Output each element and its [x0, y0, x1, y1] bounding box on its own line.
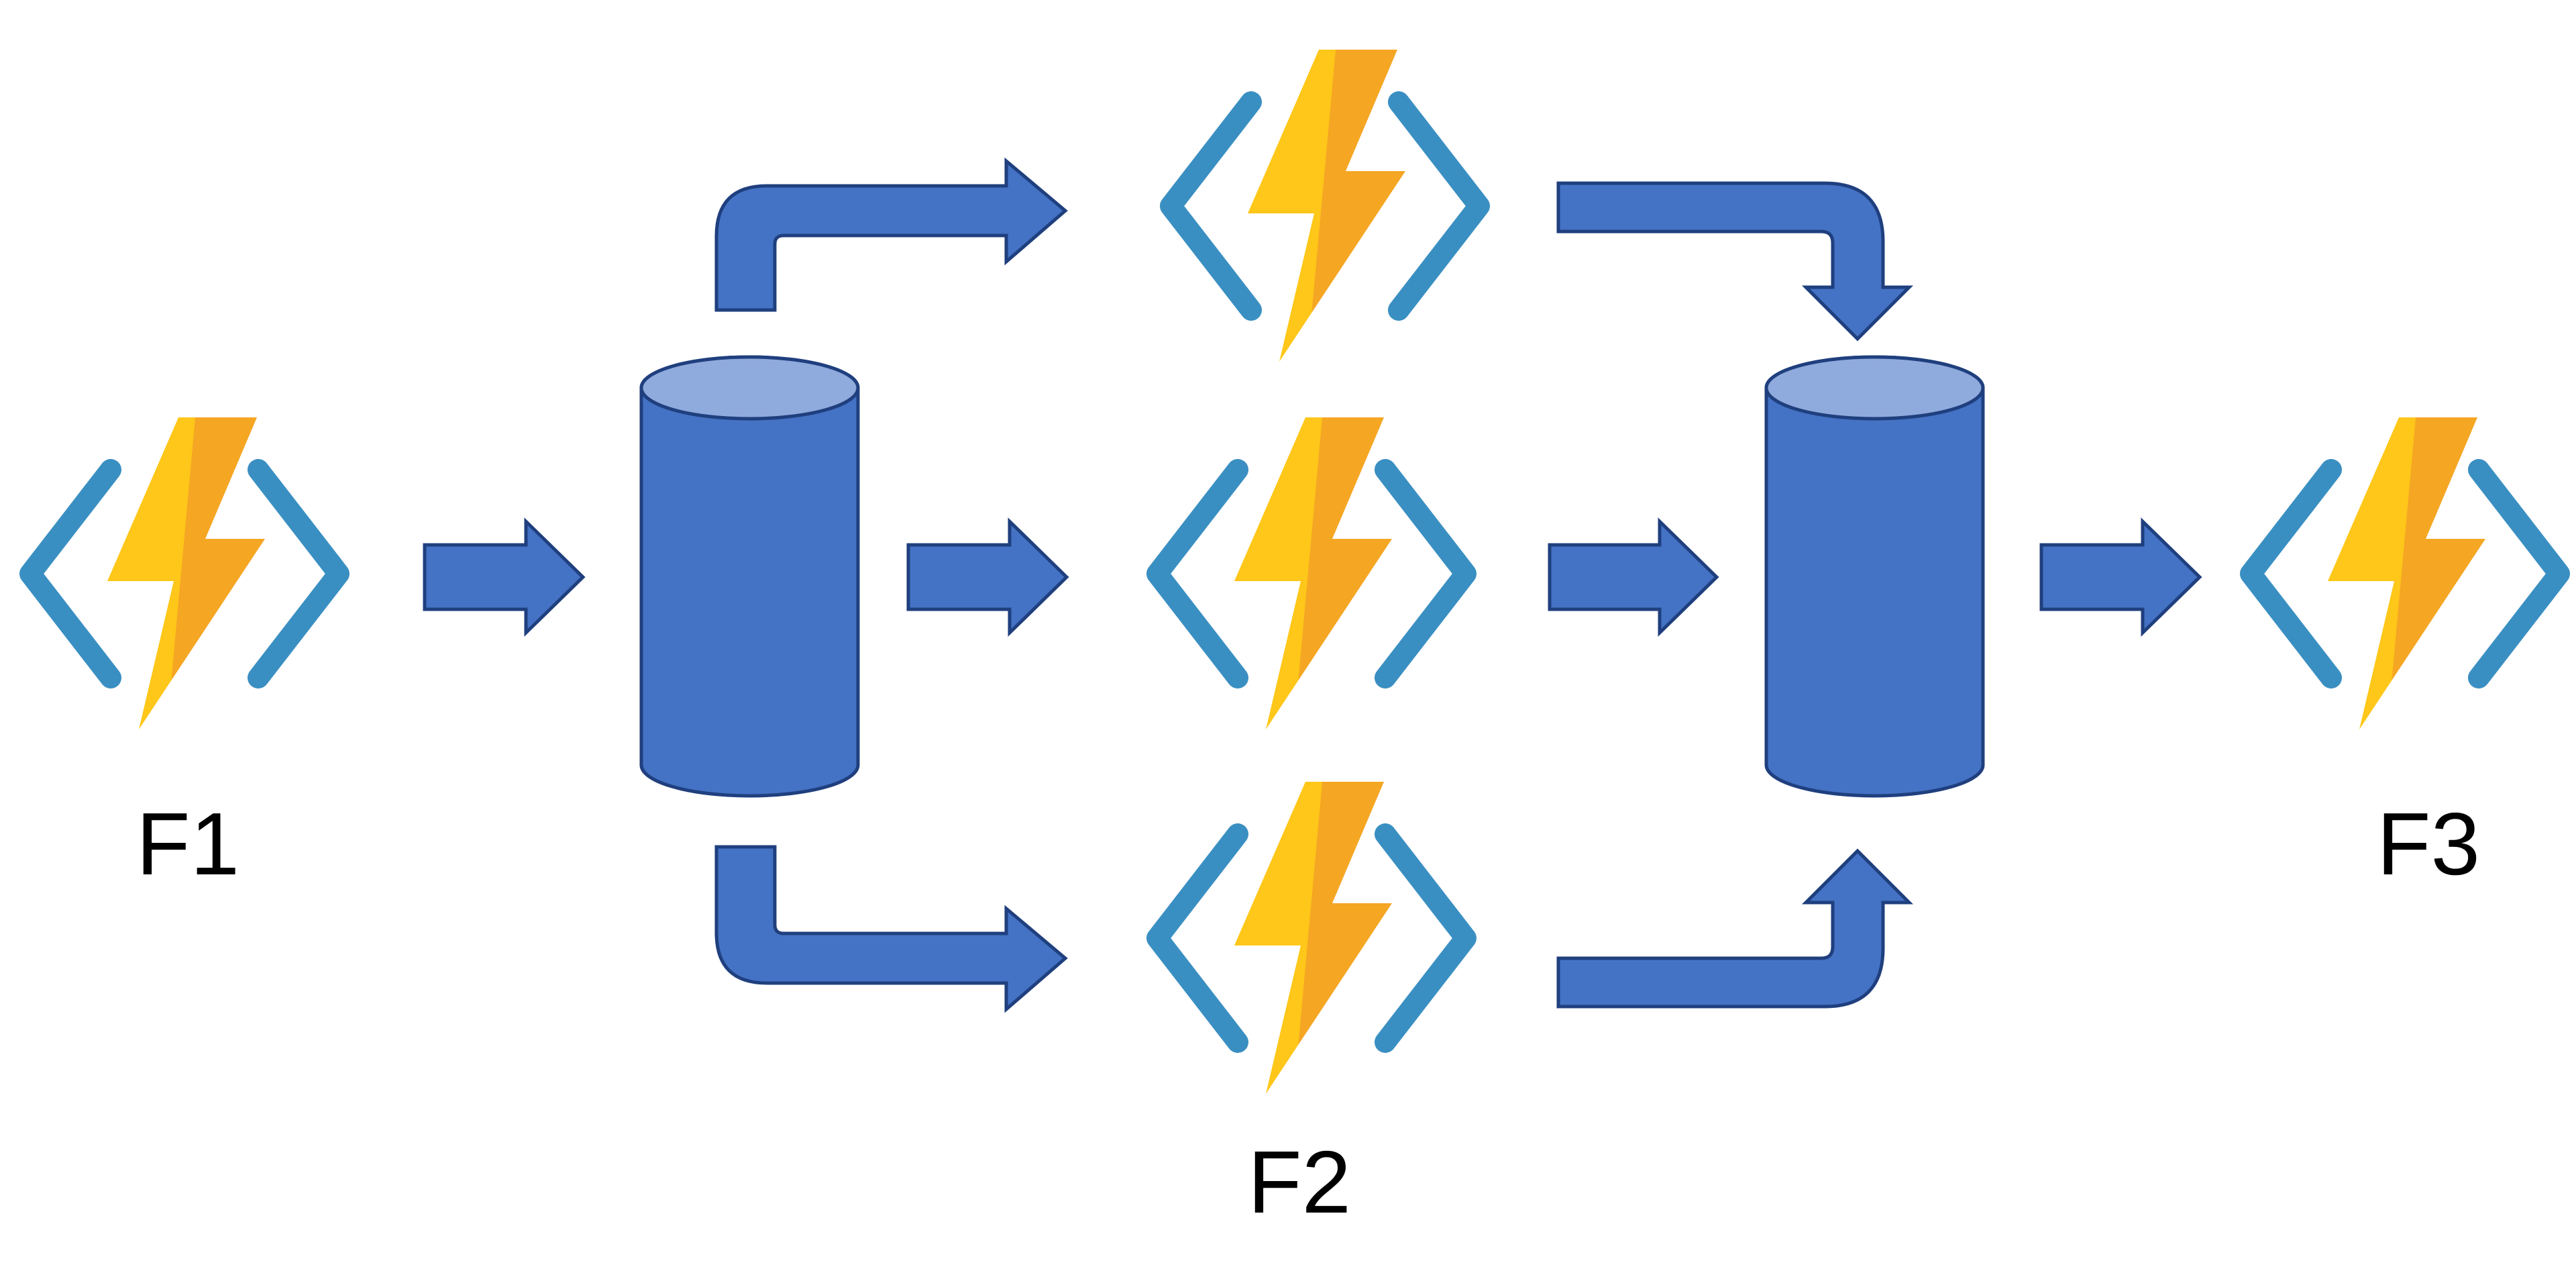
database-cylinder-icon: [1764, 355, 1985, 798]
elbow-arrow-queue1-to-f2-bottom: [714, 845, 1068, 1013]
elbow-arrow-f2-top-to-queue2: [1556, 181, 1914, 342]
database-cylinder-icon: [639, 355, 860, 798]
node-f2-top: [1171, 50, 1479, 362]
cylinder-top-face: [639, 355, 860, 421]
elbow-arrow-queue1-to-f2-top: [714, 157, 1068, 312]
node-f2-middle: [1157, 417, 1466, 729]
azure-function-icon: [1157, 417, 1466, 729]
elbow-arrow-f2-bottom-to-queue2: [1556, 848, 1914, 1009]
node-f2-bottom: F2: [1157, 782, 1466, 1231]
node-label-f1: F1: [136, 795, 239, 893]
cylinder-top-face: [1764, 355, 1985, 421]
node-f3: F3: [2251, 417, 2559, 893]
arrow-queue1-to-f2-middle: [906, 517, 1069, 637]
node-queue-1: [639, 355, 860, 798]
node-queue-2: [1764, 355, 1985, 798]
azure-function-icon: [1157, 782, 1466, 1094]
arrow-f2-middle-to-queue2: [1548, 517, 1719, 637]
arrow-queue2-to-f3: [2039, 517, 2202, 637]
azure-function-icon: [30, 417, 339, 729]
arrow-f1-to-queue1: [423, 517, 586, 637]
node-label-f3: F3: [2377, 795, 2480, 893]
node-label-f2: F2: [1248, 1133, 1351, 1231]
azure-function-icon: [2251, 417, 2559, 729]
azure-function-icon: [1171, 50, 1479, 362]
node-f1: F1: [30, 417, 339, 893]
